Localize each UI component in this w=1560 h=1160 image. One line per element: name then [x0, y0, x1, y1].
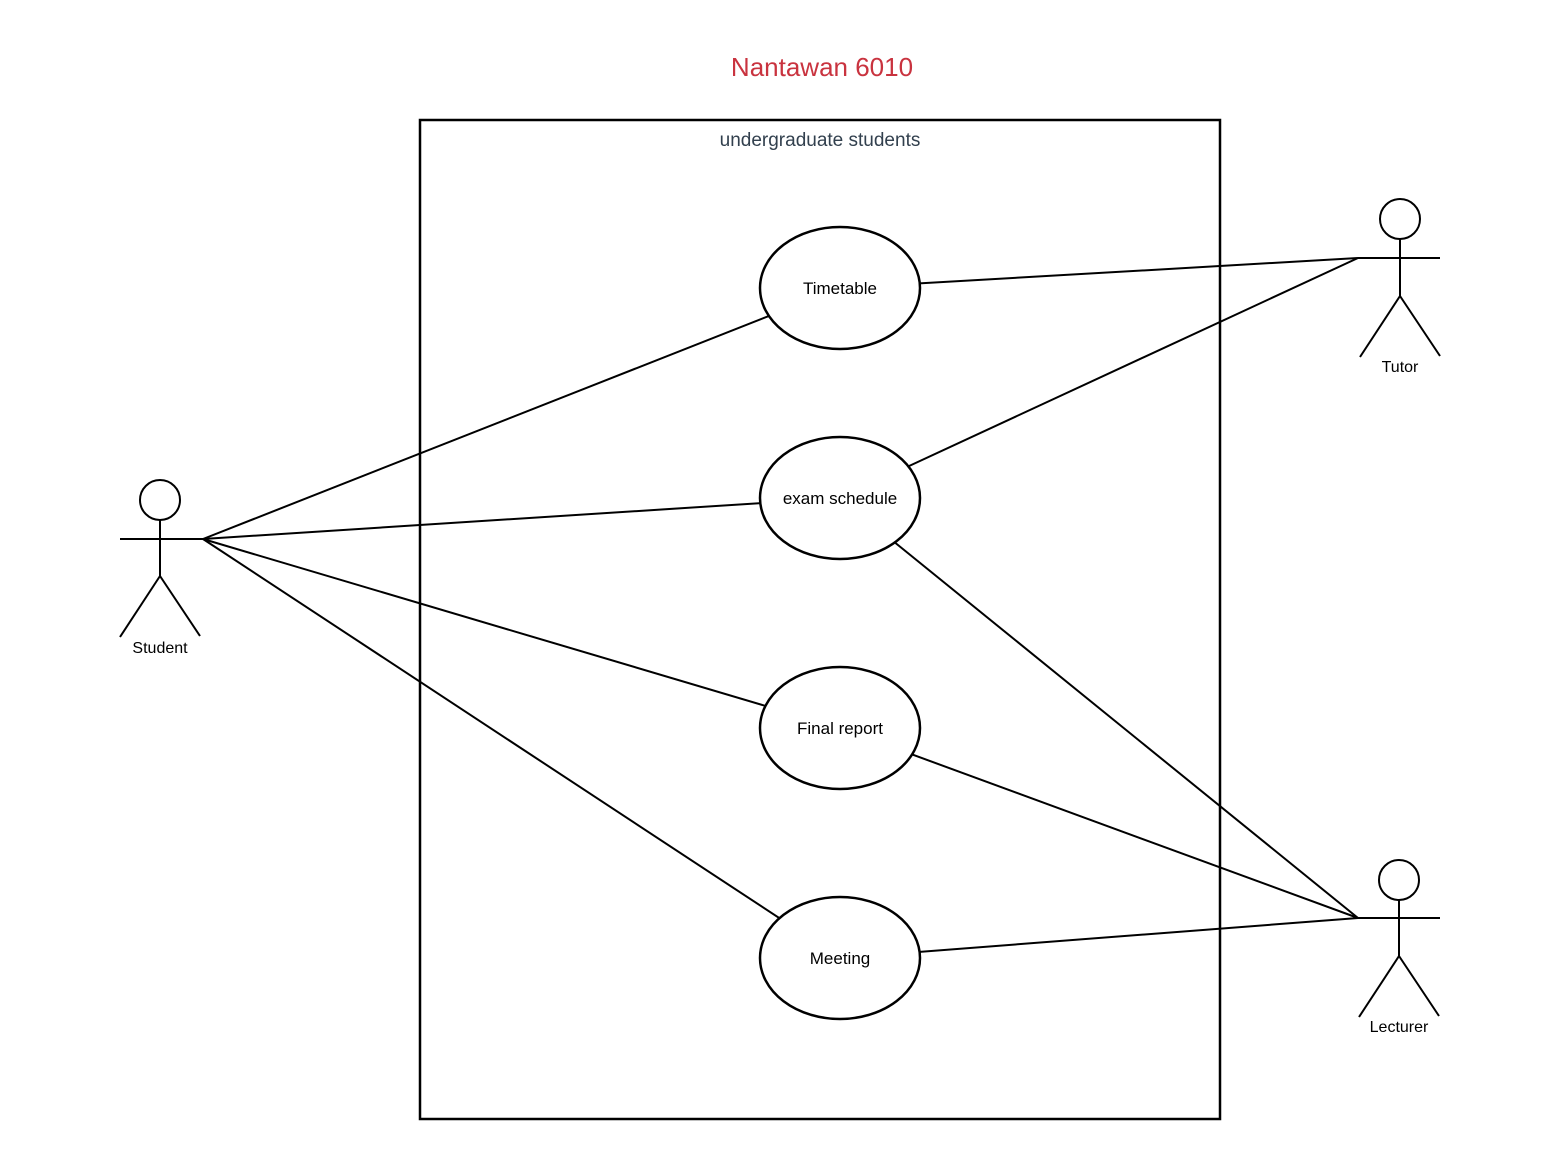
actor-student: Student	[119, 479, 203, 657]
tutor-head	[1379, 198, 1421, 240]
system-boundary-box	[418, 118, 1222, 1121]
meeting-label: Meeting	[810, 949, 870, 968]
use-case-meeting: Meeting	[758, 895, 922, 1021]
meeting-ellipse	[758, 895, 922, 1021]
connection-student-timetable	[202, 287, 841, 540]
system-boundary-label: undergraduate students	[720, 130, 921, 151]
tutor-left-leg	[1359, 295, 1401, 358]
use-case-timetable: Timetable	[758, 225, 922, 351]
final-report-label: Final report	[797, 719, 883, 738]
tutor-label: Tutor	[1382, 359, 1419, 376]
student-label: Student	[132, 640, 188, 657]
final-report-ellipse	[758, 665, 922, 791]
timetable-ellipse	[758, 225, 922, 351]
student-head	[139, 479, 181, 521]
connection-timetable-tutor	[839, 257, 1359, 289]
connections	[202, 257, 1359, 959]
connection-student-meeting	[202, 538, 841, 959]
actor-tutor: Tutor	[1358, 198, 1441, 376]
use-case-exam-schedule: exam schedule	[758, 435, 922, 561]
exam-schedule-label: exam schedule	[783, 489, 897, 508]
connection-exam-schedule-lecturer	[839, 497, 1359, 919]
student-right-leg	[159, 575, 201, 637]
use-case-final-report: Final report	[758, 665, 922, 791]
lecturer-head	[1378, 859, 1420, 901]
exam-schedule-ellipse	[758, 435, 922, 561]
lecturer-left-leg	[1358, 955, 1400, 1018]
diagram-title: Nantawan 6010	[731, 52, 913, 82]
student-left-leg	[119, 575, 161, 638]
connection-meeting-lecturer	[839, 917, 1359, 959]
timetable-label: Timetable	[803, 279, 877, 298]
lecturer-label: Lecturer	[1370, 1019, 1429, 1036]
connection-student-final-report	[202, 538, 841, 729]
connection-final-report-lecturer	[839, 727, 1359, 919]
lecturer-right-leg	[1398, 955, 1440, 1017]
tutor-right-leg	[1399, 295, 1441, 357]
connection-student-exam-schedule	[202, 497, 841, 540]
actor-lecturer: Lecturer	[1358, 859, 1440, 1036]
connection-exam-schedule-tutor	[839, 257, 1359, 499]
